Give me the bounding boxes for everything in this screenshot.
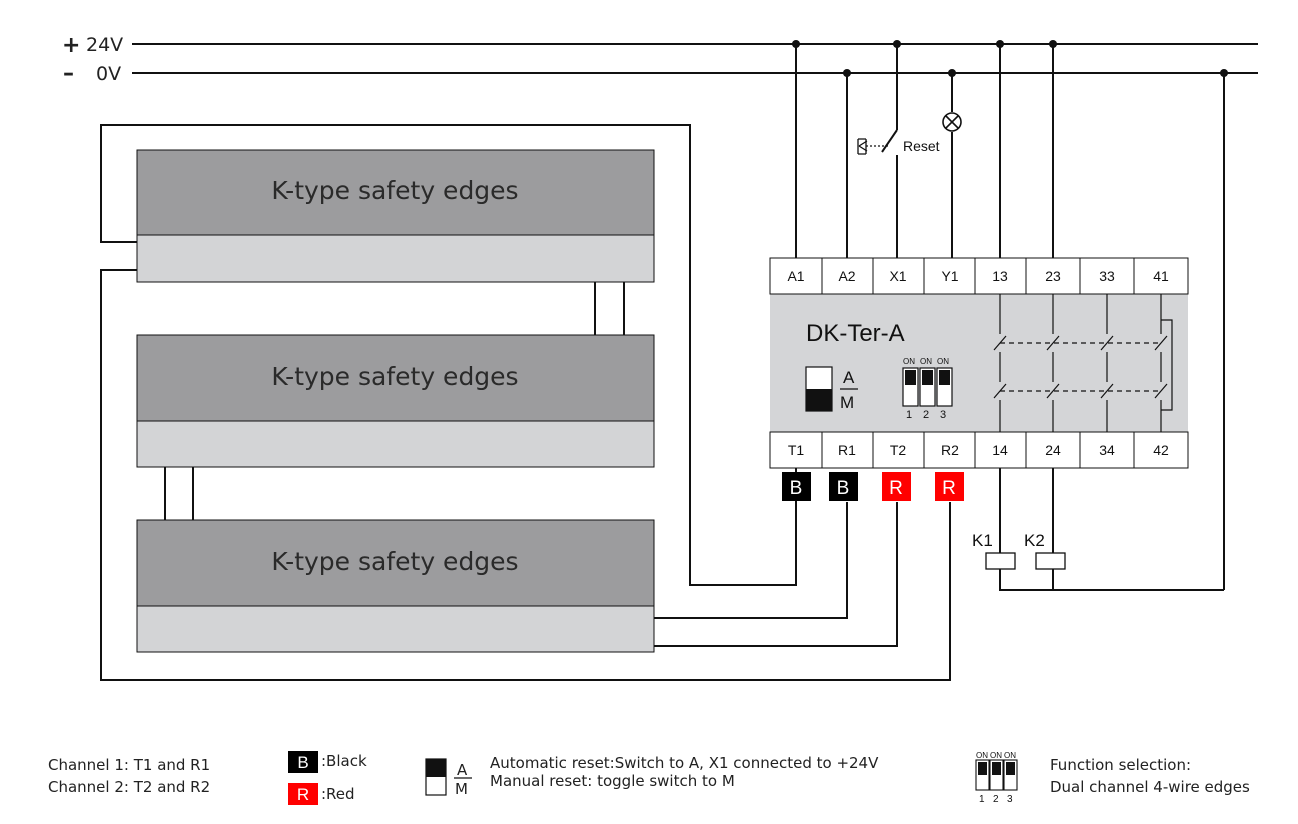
minus-symbol: – (63, 61, 74, 86)
terminal-41: 41 (1153, 268, 1169, 284)
relay-contacts (993, 294, 1173, 432)
terminal-33: 33 (1099, 268, 1115, 284)
svg-text:ON: ON (903, 357, 915, 366)
svg-text:2: 2 (923, 409, 929, 421)
badge-r2: R (942, 478, 956, 499)
safety-edge-1-label: K-type safety edges (271, 176, 518, 205)
legend-channel-1: Channel 1: T1 and R1 (48, 756, 210, 774)
terminal-a1: A1 (787, 268, 804, 284)
svg-text:2: 2 (993, 794, 999, 805)
relay-reset-selector (805, 366, 833, 412)
reset-label: Reset (903, 138, 940, 154)
relay-selector-a: A (843, 368, 855, 387)
contactor-k1-label: K1 (972, 531, 993, 550)
legend-reset-line-2: Manual reset: toggle switch to M (490, 772, 735, 790)
legend-red-letter: R (297, 785, 309, 804)
contactor-k2-label: K2 (1024, 531, 1045, 550)
relay-module (769, 257, 1189, 469)
contactor-wiring (985, 468, 1224, 591)
relay-model-name: DK-Ter-A (806, 320, 905, 347)
legend-black-text: :Black (321, 752, 367, 770)
svg-text:ON: ON (1004, 751, 1016, 760)
wire-color-badges (782, 472, 964, 501)
lamp-icon (942, 112, 962, 132)
terminal-23: 23 (1045, 268, 1061, 284)
legend-reset-line-1: Automatic reset:Switch to A, X1 connecte… (490, 754, 879, 772)
bottom-terminals: T1 R1 T2 R2 14 24 34 42 (788, 442, 1169, 458)
svg-text:ON: ON (937, 357, 949, 366)
badge-t2: R (889, 478, 903, 499)
terminal-r2: R2 (941, 442, 959, 458)
legend-black-letter: B (297, 753, 308, 772)
plus-symbol: + (62, 33, 80, 58)
terminal-y1: Y1 (941, 268, 958, 284)
legend-switch-a: A (457, 761, 468, 779)
safety-edge-3 (136, 519, 655, 653)
legend: Channel 1: T1 and R1 Channel 2: T2 and R… (48, 751, 1250, 805)
relay-dip-switches: ON ON ON 1 2 3 (902, 357, 953, 421)
reset-switch (857, 129, 898, 155)
safety-edge-2 (136, 334, 655, 468)
terminal-x1: X1 (889, 268, 906, 284)
legend-switch-m: M (455, 780, 468, 798)
safety-edge-2-label: K-type safety edges (271, 362, 518, 391)
terminal-13: 13 (992, 268, 1008, 284)
plus-24v-label: 24V (86, 34, 123, 56)
terminal-a2: A2 (838, 268, 855, 284)
badge-t1: B (790, 478, 803, 499)
terminal-42: 42 (1153, 442, 1169, 458)
legend-red-text: :Red (321, 785, 355, 803)
legend-function-line-2: Dual channel 4-wire edges (1050, 778, 1250, 796)
legend-dip-switch-icon: ON ON ON 1 2 3 (975, 751, 1018, 805)
svg-text:1: 1 (979, 794, 985, 805)
legend-channel-2: Channel 2: T2 and R2 (48, 778, 210, 796)
junction-dots (792, 40, 1228, 77)
terminal-24: 24 (1045, 442, 1061, 458)
svg-text:ON: ON (990, 751, 1002, 760)
svg-text:3: 3 (940, 409, 946, 421)
svg-text:1: 1 (906, 409, 912, 421)
terminal-t1: T1 (788, 442, 805, 458)
minus-0v-label: 0V (96, 63, 121, 85)
terminal-14: 14 (992, 442, 1008, 458)
top-terminals: A1 A2 X1 Y1 13 23 33 41 (787, 268, 1169, 284)
legend-reset-selector-icon (425, 758, 447, 796)
terminal-t2: T2 (890, 442, 907, 458)
badge-r1: B (837, 478, 850, 499)
legend-function-line-1: Function selection: (1050, 756, 1191, 774)
feed-wires (795, 44, 1225, 590)
safety-edge-1 (136, 149, 655, 283)
relay-selector-m: M (840, 393, 854, 412)
terminal-r1: R1 (838, 442, 856, 458)
svg-text:ON: ON (920, 357, 932, 366)
svg-text:3: 3 (1007, 794, 1013, 805)
edge-wiring (100, 124, 951, 681)
terminal-34: 34 (1099, 442, 1115, 458)
svg-text:ON: ON (976, 751, 988, 760)
safety-edge-3-label: K-type safety edges (271, 547, 518, 576)
